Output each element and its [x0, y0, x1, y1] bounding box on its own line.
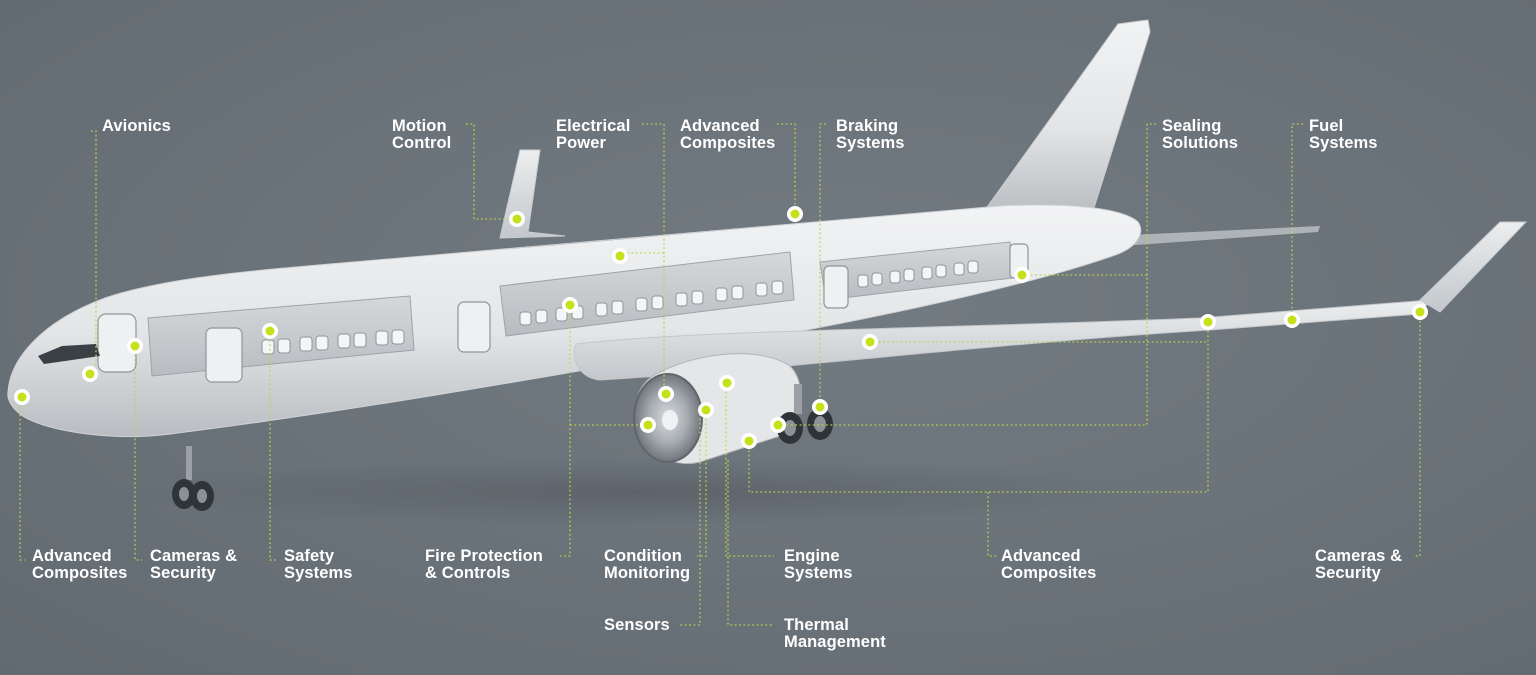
label-motion-control[interactable]: Motion Control [392, 117, 452, 152]
label-avionics[interactable]: Avionics [102, 117, 171, 135]
hotspot[interactable] [1014, 267, 1030, 283]
hotspot[interactable] [719, 375, 735, 391]
hotspot[interactable] [1200, 314, 1216, 330]
cockpit-windows [38, 344, 100, 364]
passenger-seats [261, 260, 979, 355]
hotspot[interactable] [658, 386, 674, 402]
main-landing-gear [777, 384, 833, 444]
nose-landing-gear [172, 446, 214, 511]
hotspot[interactable] [127, 338, 143, 354]
winglet [1419, 221, 1528, 313]
leader-advanced-composites-wing [748, 322, 1209, 493]
label-electrical-power[interactable]: Electrical Power [556, 117, 631, 152]
leader-cameras-security-wing [1413, 312, 1421, 557]
label-fuel-systems[interactable]: Fuel Systems [1309, 117, 1378, 152]
label-braking-systems[interactable]: Braking Systems [836, 117, 905, 152]
leader-advanced-composites-nose [19, 397, 25, 561]
leader-motion-control [466, 123, 517, 220]
leader-advanced-composites-top [777, 123, 796, 214]
engine-spinner [662, 410, 678, 430]
hotspot[interactable] [698, 402, 714, 418]
label-advanced-composites-wing[interactable]: Advanced Composites [1001, 547, 1097, 582]
hotspots [14, 206, 1428, 449]
label-fire-protection[interactable]: Fire Protection & Controls [425, 547, 543, 582]
label-cameras-security-cockpit[interactable]: Cameras & Security [150, 547, 238, 582]
label-cameras-security-wing[interactable]: Cameras & Security [1315, 547, 1403, 582]
hotspot[interactable] [640, 417, 656, 433]
hotspot[interactable] [1412, 304, 1428, 320]
hotspot[interactable] [862, 334, 878, 350]
hotspot[interactable] [562, 297, 578, 313]
leader-fire-protection [560, 305, 571, 557]
label-sensors[interactable]: Sensors [604, 616, 670, 634]
label-engine-systems[interactable]: Engine Systems [784, 547, 853, 582]
hotspot[interactable] [1284, 312, 1300, 328]
hotspot[interactable] [82, 366, 98, 382]
leader-fuel-systems [1291, 123, 1303, 320]
hotspot[interactable] [262, 323, 278, 339]
leader-engine-systems [725, 383, 774, 557]
leader-safety-systems [269, 331, 278, 561]
hotspot[interactable] [812, 399, 828, 415]
leader-cameras-security-cockpit [134, 346, 142, 561]
hotspot[interactable] [612, 248, 628, 264]
leader-braking-systems [819, 123, 826, 407]
hotspot[interactable] [787, 206, 803, 222]
hotspot[interactable] [770, 417, 786, 433]
far-wing [499, 149, 566, 239]
hotspot[interactable] [509, 211, 525, 227]
leader-condition-monitoring [697, 410, 707, 557]
hotspot[interactable] [14, 389, 30, 405]
label-sealing-solutions[interactable]: Sealing Solutions [1162, 117, 1239, 152]
label-advanced-composites-top[interactable]: Advanced Composites [680, 117, 776, 152]
label-safety-systems[interactable]: Safety Systems [284, 547, 353, 582]
label-condition-monitoring[interactable]: Condition Monitoring [604, 547, 691, 582]
vertical-stabilizer [984, 19, 1151, 215]
ground-shadow [120, 458, 1160, 526]
label-thermal-management[interactable]: Thermal Management [784, 616, 886, 651]
hotspot[interactable] [741, 433, 757, 449]
leader-electrical-power [642, 123, 665, 394]
label-advanced-composites-nose[interactable]: Advanced Composites [32, 547, 128, 582]
